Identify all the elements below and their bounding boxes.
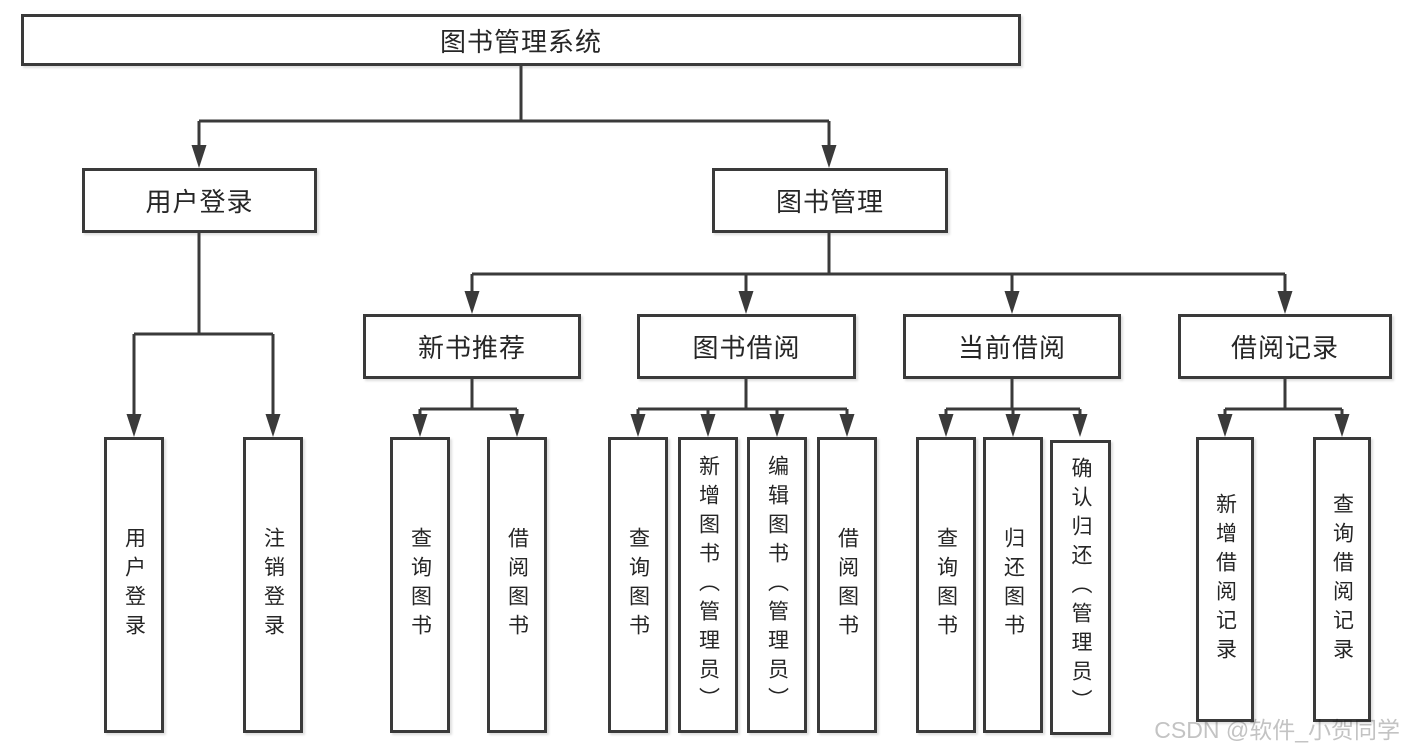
- leaf-logout: 注销登录: [243, 437, 303, 733]
- arrowhead: [265, 414, 281, 437]
- arrowhead: [126, 414, 142, 437]
- arrowhead: [630, 414, 646, 437]
- leaf-current-query-books: 查询图书: [916, 437, 976, 733]
- arrowhead: [1005, 414, 1021, 437]
- node-borrowing-records: 借阅记录: [1178, 314, 1392, 379]
- node-root-library-system: 图书管理系统: [21, 14, 1021, 66]
- arrowhead: [700, 414, 716, 437]
- arrowhead: [938, 414, 954, 437]
- arrowhead: [738, 291, 754, 314]
- leaf-borrow-edit-books-admin: 编辑图书（管理员）: [747, 437, 807, 733]
- arrowhead: [412, 414, 428, 437]
- node-book-management: 图书管理: [712, 168, 948, 233]
- csdn-watermark: CSDN @软件_小贺同学: [1154, 717, 1400, 743]
- arrowhead: [839, 414, 855, 437]
- leaf-user-login: 用户登录: [104, 437, 164, 733]
- arrowhead: [1277, 291, 1293, 314]
- leaf-current-confirm-return-admin: 确认归还（管理员）: [1050, 440, 1111, 735]
- leaf-current-return-books: 归还图书: [983, 437, 1043, 733]
- arrowhead: [769, 414, 785, 437]
- arrowhead: [1072, 414, 1088, 437]
- leaf-recommend-query-books: 查询图书: [390, 437, 450, 733]
- node-book-borrowing: 图书借阅: [637, 314, 856, 379]
- leaf-borrow-add-books-admin: 新增图书（管理员）: [678, 437, 738, 733]
- arrowhead: [509, 414, 525, 437]
- node-user-login: 用户登录: [82, 168, 317, 233]
- node-new-book-recommend: 新书推荐: [363, 314, 581, 379]
- leaf-borrow-borrow-books: 借阅图书: [817, 437, 877, 733]
- leaf-records-add-record: 新增借阅记录: [1196, 437, 1254, 722]
- leaf-borrow-query-books: 查询图书: [608, 437, 668, 733]
- arrowhead: [821, 145, 837, 168]
- arrowhead: [464, 291, 480, 314]
- node-current-borrowing: 当前借阅: [903, 314, 1121, 379]
- arrowhead: [1004, 291, 1020, 314]
- leaf-recommend-borrow-books: 借阅图书: [487, 437, 547, 733]
- leaf-records-query-record: 查询借阅记录: [1313, 437, 1371, 722]
- arrowhead: [1217, 414, 1233, 437]
- arrowhead: [191, 145, 207, 168]
- arrowhead: [1334, 414, 1350, 437]
